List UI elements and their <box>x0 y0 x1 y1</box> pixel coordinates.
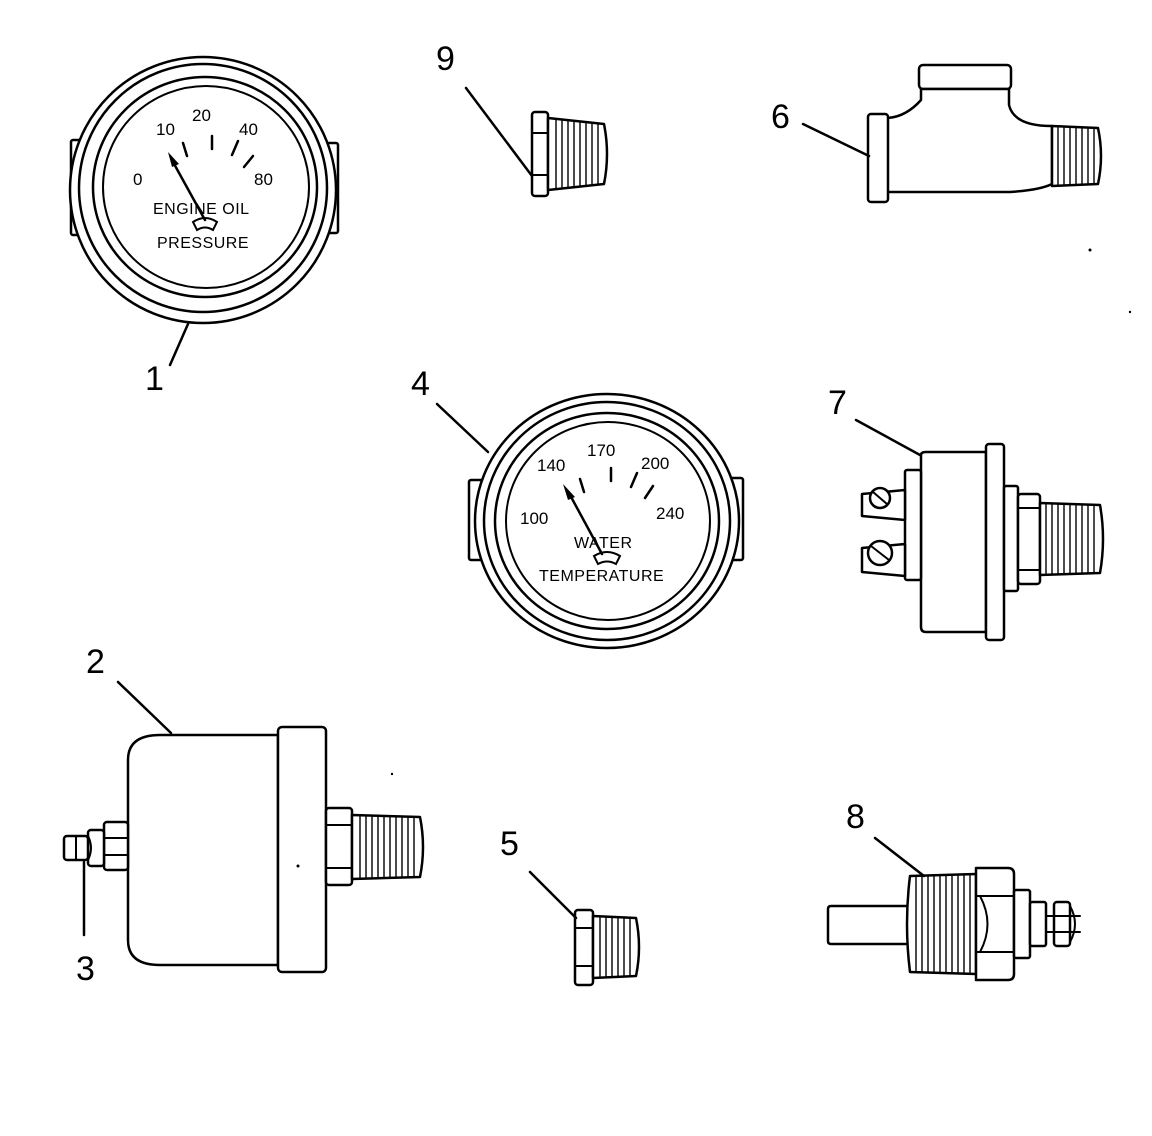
callout-7: 7 <box>828 384 847 422</box>
water-scale-170: 170 <box>587 441 615 460</box>
oil-pressure-sender-2 <box>62 725 425 974</box>
callout-3: 3 <box>76 950 95 988</box>
temperature-sender-8 <box>826 866 1081 982</box>
callout-4: 4 <box>411 365 430 403</box>
callout-2: 2 <box>86 643 105 681</box>
callout-1: 1 <box>145 360 164 398</box>
oil-gauge-label-2: PRESSURE <box>157 235 249 252</box>
tee-fitting-6 <box>866 63 1103 204</box>
oil-pressure-gauge: 0 10 20 40 80 ENGINE OIL PRESSURE <box>68 55 340 325</box>
oil-scale-0: 0 <box>133 170 142 189</box>
water-scale-200: 200 <box>641 454 669 473</box>
water-gauge-label-1: WATER <box>574 535 633 552</box>
water-gauge-label-2: TEMPERATURE <box>539 568 664 585</box>
oil-scale-10: 10 <box>156 120 175 139</box>
callout-9: 9 <box>436 40 455 78</box>
oil-scale-80: 80 <box>254 170 273 189</box>
callout-8: 8 <box>846 798 865 836</box>
plug-5 <box>573 908 641 987</box>
pipe-plug-9 <box>530 110 609 198</box>
water-temperature-gauge: 100 140 170 200 240 WATER TEMPERATURE <box>467 392 745 650</box>
callout-6: 6 <box>771 98 790 136</box>
oil-gauge-label-1: ENGINE OIL <box>153 201 250 218</box>
water-scale-240: 240 <box>656 504 684 523</box>
water-scale-140: 140 <box>537 456 565 475</box>
water-scale-100: 100 <box>520 509 548 528</box>
pressure-switch-7 <box>860 442 1105 642</box>
oil-scale-40: 40 <box>239 120 258 139</box>
callout-5: 5 <box>500 825 519 863</box>
oil-scale-20: 20 <box>192 106 211 125</box>
